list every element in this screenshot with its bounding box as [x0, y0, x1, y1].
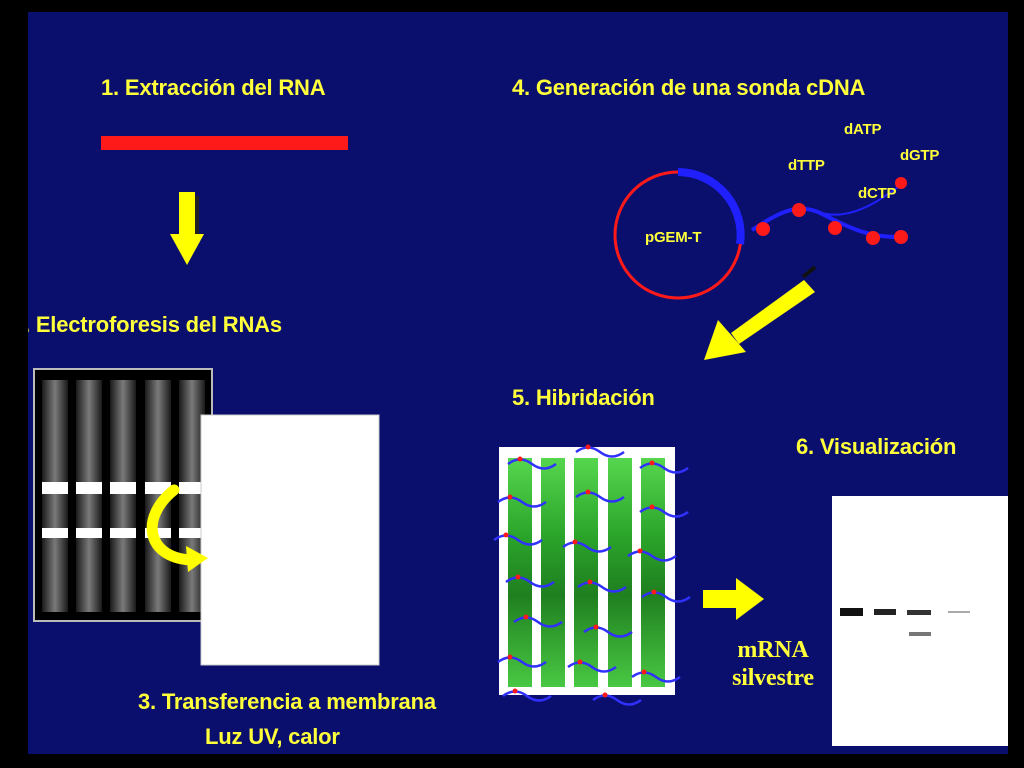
plasmid-label: pGEM-T — [645, 229, 702, 246]
step-1-title: 1. Extracción del RNA — [101, 75, 326, 100]
plasmid-pgem-t — [613, 168, 745, 300]
membrane — [200, 414, 380, 666]
diagram-graphics — [33, 136, 1008, 746]
step-6-title: 6. Visualización — [796, 434, 957, 459]
gel-lanes — [42, 380, 205, 612]
step-4-title: 4. Generación de una sonda cDNA — [512, 75, 866, 100]
step-3-subtitle: Luz UV, calor — [205, 724, 340, 749]
step-5-title: 5. Hibridación — [512, 385, 655, 410]
transfer-arrow-icon — [146, 484, 208, 572]
nucleotide-datp: dATP — [844, 121, 882, 138]
nucleotide-dttp: dTTP — [788, 157, 825, 174]
down-arrow-icon — [170, 192, 204, 265]
nucleotide-dgtp: dGTP — [900, 147, 940, 164]
electrophoresis-gel — [33, 368, 213, 622]
mrna-label-line1: mRNA — [737, 637, 809, 663]
probe-labels-dots — [503, 444, 657, 698]
mrna-label: mRNA silvestre — [720, 636, 826, 692]
right-arrow-icon — [703, 578, 764, 620]
cdna-probe-strand — [750, 177, 908, 245]
rna-bar — [101, 136, 348, 150]
mrna-label-line2: silvestre — [732, 665, 814, 691]
slide: 1. Extracción del RNA . Electroforesis d… — [28, 12, 1008, 754]
step-3-title: 3. Transferencia a membrana — [138, 689, 436, 714]
hybridized-probes — [493, 446, 691, 706]
hybridization-membrane — [493, 444, 691, 706]
visualization-blot — [832, 496, 1008, 746]
step-2-title: . Electroforesis del RNAs — [28, 312, 282, 337]
diagonal-arrow-icon — [704, 265, 817, 360]
nucleotide-dctp: dCTP — [858, 185, 897, 202]
